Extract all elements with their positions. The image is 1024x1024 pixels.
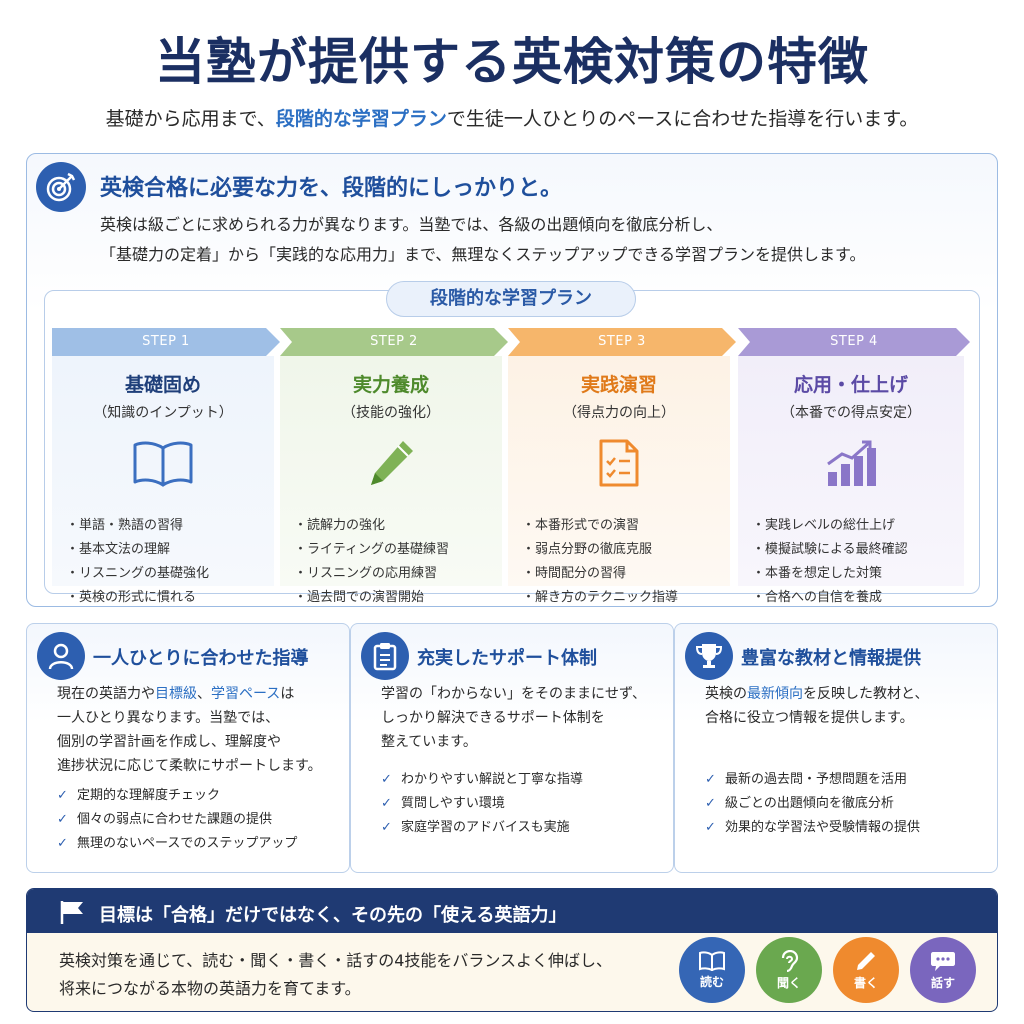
step-3-name: 実践演習 <box>580 374 657 396</box>
list-item: 合格への自信を養成 <box>752 586 908 610</box>
growth-chart-icon <box>738 428 964 498</box>
pencil-icon <box>280 428 502 498</box>
step-4-name: 応用・仕上げ <box>793 374 908 396</box>
flag-icon <box>59 899 87 929</box>
feature-individual-guidance: 一人ひとりに合わせた指導 現在の英語力や目標級、学習ペースは 一人ひとり異なりま… <box>26 623 350 873</box>
feature-title: 充実したサポート体制 <box>417 648 597 669</box>
skill-label: 話す <box>930 975 955 990</box>
step-2-name: 実力養成 <box>352 374 429 396</box>
skill-reading: 読む <box>679 937 745 1003</box>
goal-title: 目標は「合格」だけではなく、その先の「使える英語力」 <box>99 905 567 926</box>
step-3: STEP 3 実践演習 （得点力の向上） 本番形式での演習 弱点分野の徹底克服 … <box>508 328 736 605</box>
skill-label: 書く <box>853 975 878 990</box>
list-item: 本番形式での演習 <box>522 514 678 538</box>
list-item: 本番を想定した対策 <box>752 562 908 586</box>
clipboard-icon <box>361 632 409 680</box>
step-3-label: STEP 3 <box>508 328 736 356</box>
list-item: 模擬試験による最終確認 <box>752 538 908 562</box>
skill-label: 聞く <box>776 975 801 990</box>
list-item: 時間配分の習得 <box>522 562 678 586</box>
feature-support-system: 充実したサポート体制 学習の「わからない」をそのままにせず、 しっかり解決できる… <box>350 623 674 873</box>
main-description: 英検は級ごとに求められる力が異なります。当塾では、各級の出題傾向を徹底分析し、 … <box>100 215 866 264</box>
list-item: 読解力の強化 <box>294 514 449 538</box>
list-item: わかりやすい解説と丁寧な指導 <box>381 768 583 792</box>
page-subtitle: 基礎から応用まで、段階的な学習プランで生徒一人ひとりのペースに合わせた指導を行い… <box>105 108 919 130</box>
speech-bubble-icon <box>931 951 955 971</box>
step-1-list: 単語・熟語の習得 基本文法の理解 リスニングの基礎強化 英検の形式に慣れる <box>66 514 209 610</box>
list-item: 無理のないペースでのステップアップ <box>57 832 297 856</box>
list-item: 質問しやすい環境 <box>381 792 583 816</box>
main-heading: 英検合格に必要な力を、段階的にしっかりと。 <box>100 176 563 201</box>
list-item: 解き方のテクニック指導 <box>522 586 678 610</box>
target-icon <box>36 162 86 212</box>
step-4-sub: （本番での得点安定） <box>781 405 921 421</box>
skill-label: 読む <box>699 974 724 989</box>
list-item: リスニングの基礎強化 <box>66 562 209 586</box>
list-item: 効果的な学習法や受験情報の提供 <box>705 816 920 840</box>
feature-description: 現在の英語力や目標級、学習ペースは 一人ひとり異なります。当塾では、 個別の学習… <box>57 686 322 774</box>
feature-checklist: 最新の過去問・予想問題を活用 級ごとの出題傾向を徹底分析 効果的な学習法や受験情… <box>705 768 920 840</box>
checklist-icon <box>508 428 730 498</box>
skill-speaking: 話す <box>910 937 976 1003</box>
list-item: 定期的な理解度チェック <box>57 784 297 808</box>
goal-section: 目標は「合格」だけではなく、その先の「使える英語力」 英検対策を通じて、読む・聞… <box>26 888 998 1012</box>
step-2: STEP 2 実力養成 （技能の強化） 読解力の強化 ライティングの基礎練習 リ… <box>280 328 508 605</box>
goal-header <box>27 889 997 933</box>
feature-description: 学習の「わからない」をそのままにせず、 しっかり解決できるサポート体制を 整えて… <box>381 686 647 750</box>
step-4-list: 実践レベルの総仕上げ 模擬試験による最終確認 本番を想定した対策 合格への自信を… <box>752 514 908 610</box>
step-4: STEP 4 応用・仕上げ （本番での得点安定） 実践レベルの総仕上げ 模擬試験… <box>738 328 970 605</box>
list-item: 基本文法の理解 <box>66 538 209 562</box>
step-1-sub: （知識のインプット） <box>93 405 233 421</box>
skill-writing: 書く <box>833 937 899 1003</box>
pencil-icon <box>857 951 875 970</box>
list-item: 英検の形式に慣れる <box>66 586 209 610</box>
book-icon <box>52 428 274 498</box>
ear-icon <box>781 949 799 972</box>
list-item: 個々の弱点に合わせた課題の提供 <box>57 808 297 832</box>
step-2-sub: （技能の強化） <box>342 405 440 421</box>
book-icon <box>699 950 725 971</box>
step-3-list: 本番形式での演習 弱点分野の徹底克服 時間配分の習得 解き方のテクニック指導 <box>522 514 678 610</box>
list-item: ライティングの基礎練習 <box>294 538 449 562</box>
list-item: 家庭学習のアドバイスも実施 <box>381 816 583 840</box>
person-icon <box>37 632 85 680</box>
learning-plan-label: 段階的な学習プラン <box>386 281 636 317</box>
trophy-icon <box>685 632 733 680</box>
feature-checklist: わかりやすい解説と丁寧な指導 質問しやすい環境 家庭学習のアドバイスも実施 <box>381 768 583 840</box>
list-item: リスニングの応用練習 <box>294 562 449 586</box>
list-item: 実践レベルの総仕上げ <box>752 514 908 538</box>
step-1-name: 基礎固め <box>124 374 201 396</box>
list-item: 単語・熟語の習得 <box>66 514 209 538</box>
step-3-sub: （得点力の向上） <box>563 405 675 421</box>
list-item: 過去問での演習開始 <box>294 586 449 610</box>
step-4-label: STEP 4 <box>738 328 970 356</box>
step-1: STEP 1 基礎固め （知識のインプット） 単語・熟語の習得 基本文法の理解 … <box>52 328 280 605</box>
step-2-list: 読解力の強化 ライティングの基礎練習 リスニングの応用練習 過去問での演習開始 <box>294 514 449 610</box>
feature-description: 英検の最新傾向を反映した教材と、 合格に役立つ情報を提供します。 <box>705 686 929 726</box>
list-item: 弱点分野の徹底克服 <box>522 538 678 562</box>
list-item: 最新の過去問・予想問題を活用 <box>705 768 920 792</box>
page-title: 当塾が提供する英検対策の特徴 <box>155 32 869 91</box>
step-2-label: STEP 2 <box>280 328 508 356</box>
skill-listening: 聞く <box>756 937 822 1003</box>
list-item: 級ごとの出題傾向を徹底分析 <box>705 792 920 816</box>
feature-title: 豊富な教材と情報提供 <box>741 648 921 669</box>
feature-title: 一人ひとりに合わせた指導 <box>93 648 309 669</box>
feature-materials-info: 豊富な教材と情報提供 英検の最新傾向を反映した教材と、 合格に役立つ情報を提供し… <box>674 623 998 873</box>
feature-checklist: 定期的な理解度チェック 個々の弱点に合わせた課題の提供 無理のないペースでのステ… <box>57 784 297 856</box>
goal-text: 英検対策を通じて、読む・聞く・書く・話すの4技能をバランスよく伸ばし、 将来につ… <box>59 951 613 998</box>
step-1-label: STEP 1 <box>52 328 280 356</box>
